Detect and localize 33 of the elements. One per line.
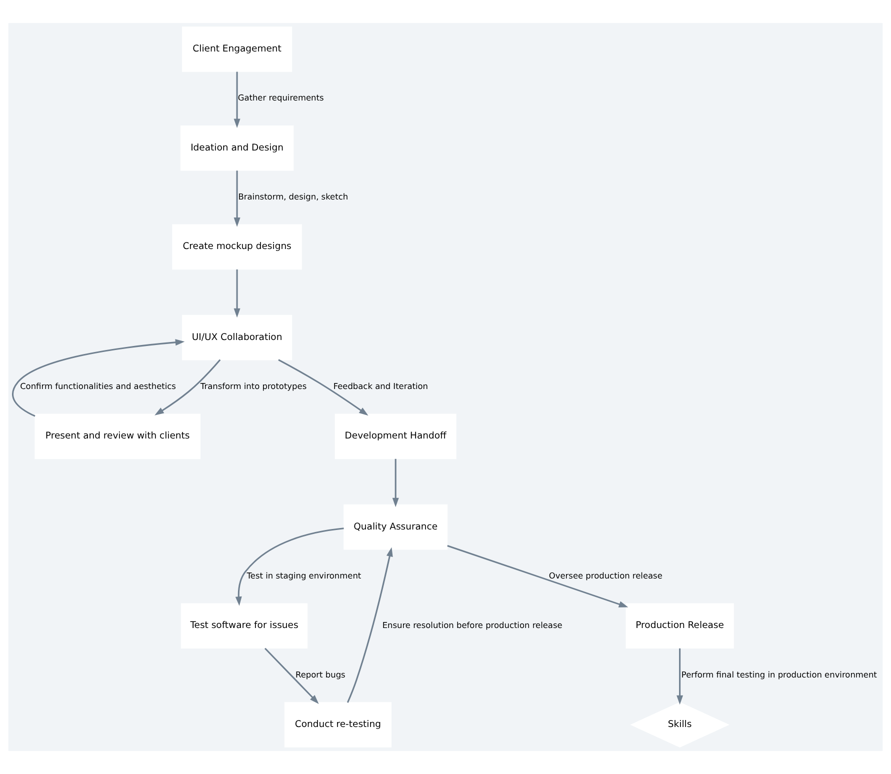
arrow xyxy=(234,72,240,128)
edge-label: Transform into prototypes xyxy=(200,380,307,391)
node-box: Test software for issues xyxy=(180,603,308,649)
arrow xyxy=(447,544,628,608)
node-box: Quality Assurance xyxy=(344,504,448,550)
node-box: Create mockup designs xyxy=(172,224,302,270)
arrow xyxy=(676,648,684,705)
node-box: Conduct re-testing xyxy=(284,702,392,748)
edge-label: Ensure resolution before production release xyxy=(382,620,562,630)
node-box: Present and review with clients xyxy=(34,414,200,460)
node-box: Client Engagement xyxy=(182,26,292,72)
node-box: Development Handoff xyxy=(334,414,456,460)
arrow xyxy=(346,547,393,703)
arrow xyxy=(278,359,368,416)
arrow xyxy=(234,269,240,318)
arrow xyxy=(235,528,344,606)
edge-label: Confirm functionalities and aesthetics xyxy=(20,380,176,391)
arrow xyxy=(12,339,185,417)
node-box: Ideation and Design xyxy=(180,125,294,171)
edge-label: Perform final testing in production environment xyxy=(681,669,877,680)
arrow xyxy=(392,458,399,508)
edge-label: Brainstorm, design, sketch xyxy=(238,191,348,202)
edge-label: Feedback and Iteration xyxy=(333,380,428,391)
edge-label: Test in staging environment xyxy=(246,570,362,580)
edge-label: Gather requirements xyxy=(238,92,324,103)
edge-label: Oversee production release xyxy=(548,570,662,580)
node-box: UI/UX Collaboration xyxy=(182,314,292,360)
arrow xyxy=(154,359,221,416)
arrow xyxy=(234,170,240,227)
node-box: Production Release xyxy=(626,603,734,649)
node-diamond: Skills xyxy=(630,702,730,748)
arrow xyxy=(264,648,319,704)
edge-label: Report bugs xyxy=(296,669,346,680)
